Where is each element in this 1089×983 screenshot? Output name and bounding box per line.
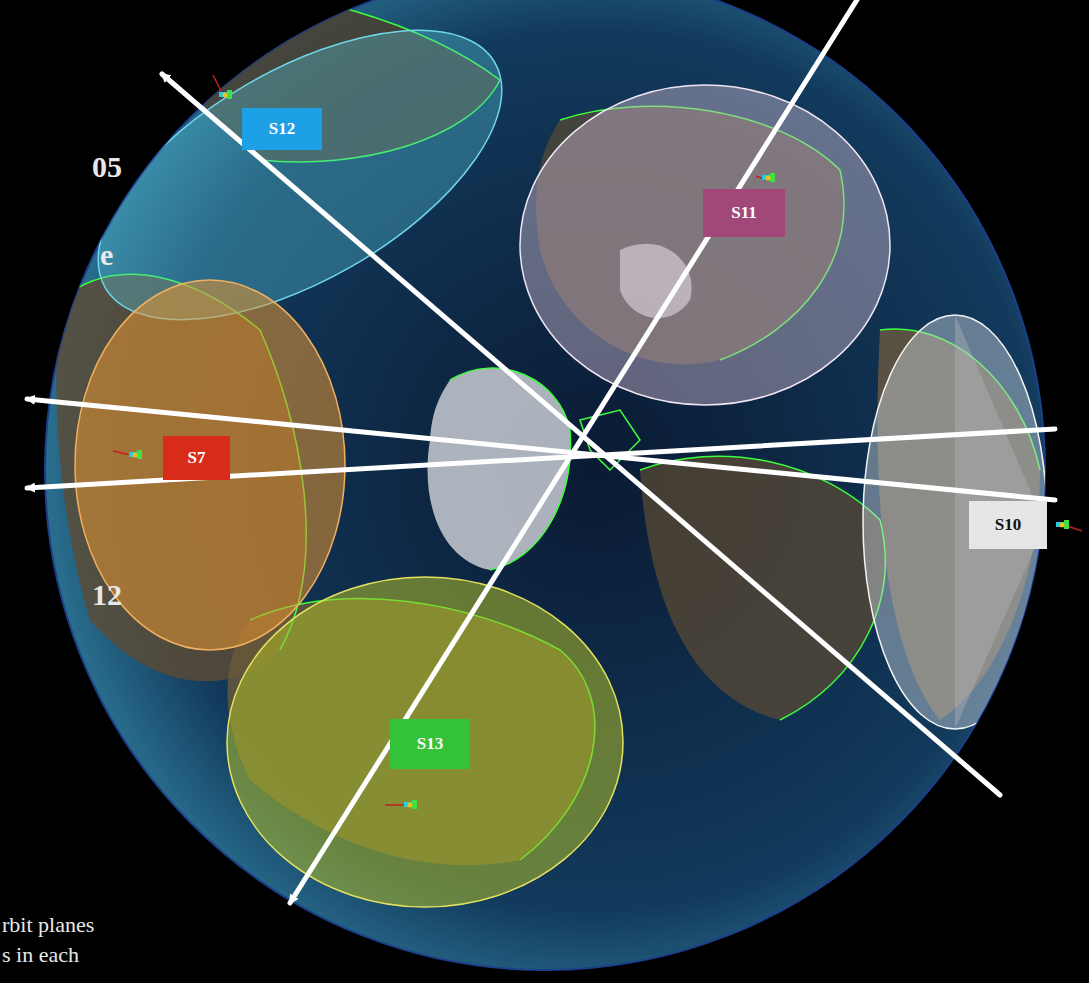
satellite-name: S11 xyxy=(731,203,757,223)
satellite-name: S7 xyxy=(188,448,206,468)
satellite-name: S10 xyxy=(995,515,1021,535)
slide-text-fragment: rbit planes xyxy=(2,912,94,938)
slide-text-fragment: s in each xyxy=(2,942,79,968)
satellite-tag: S13 xyxy=(390,719,470,769)
satellite-tag: S11 xyxy=(703,189,785,237)
satellite-icon xyxy=(113,75,1082,809)
satellite-tag: S7 xyxy=(163,436,230,480)
satellite-tag: S10 xyxy=(969,501,1047,549)
satellite-tag: S12 xyxy=(242,108,322,150)
satellite-name: S13 xyxy=(417,734,443,754)
slide-text-fragment: e xyxy=(100,238,113,272)
slide-text-fragment: 05 xyxy=(92,150,122,184)
satellite-name: S12 xyxy=(269,119,295,139)
slide-text-fragment: 12 xyxy=(92,578,122,612)
